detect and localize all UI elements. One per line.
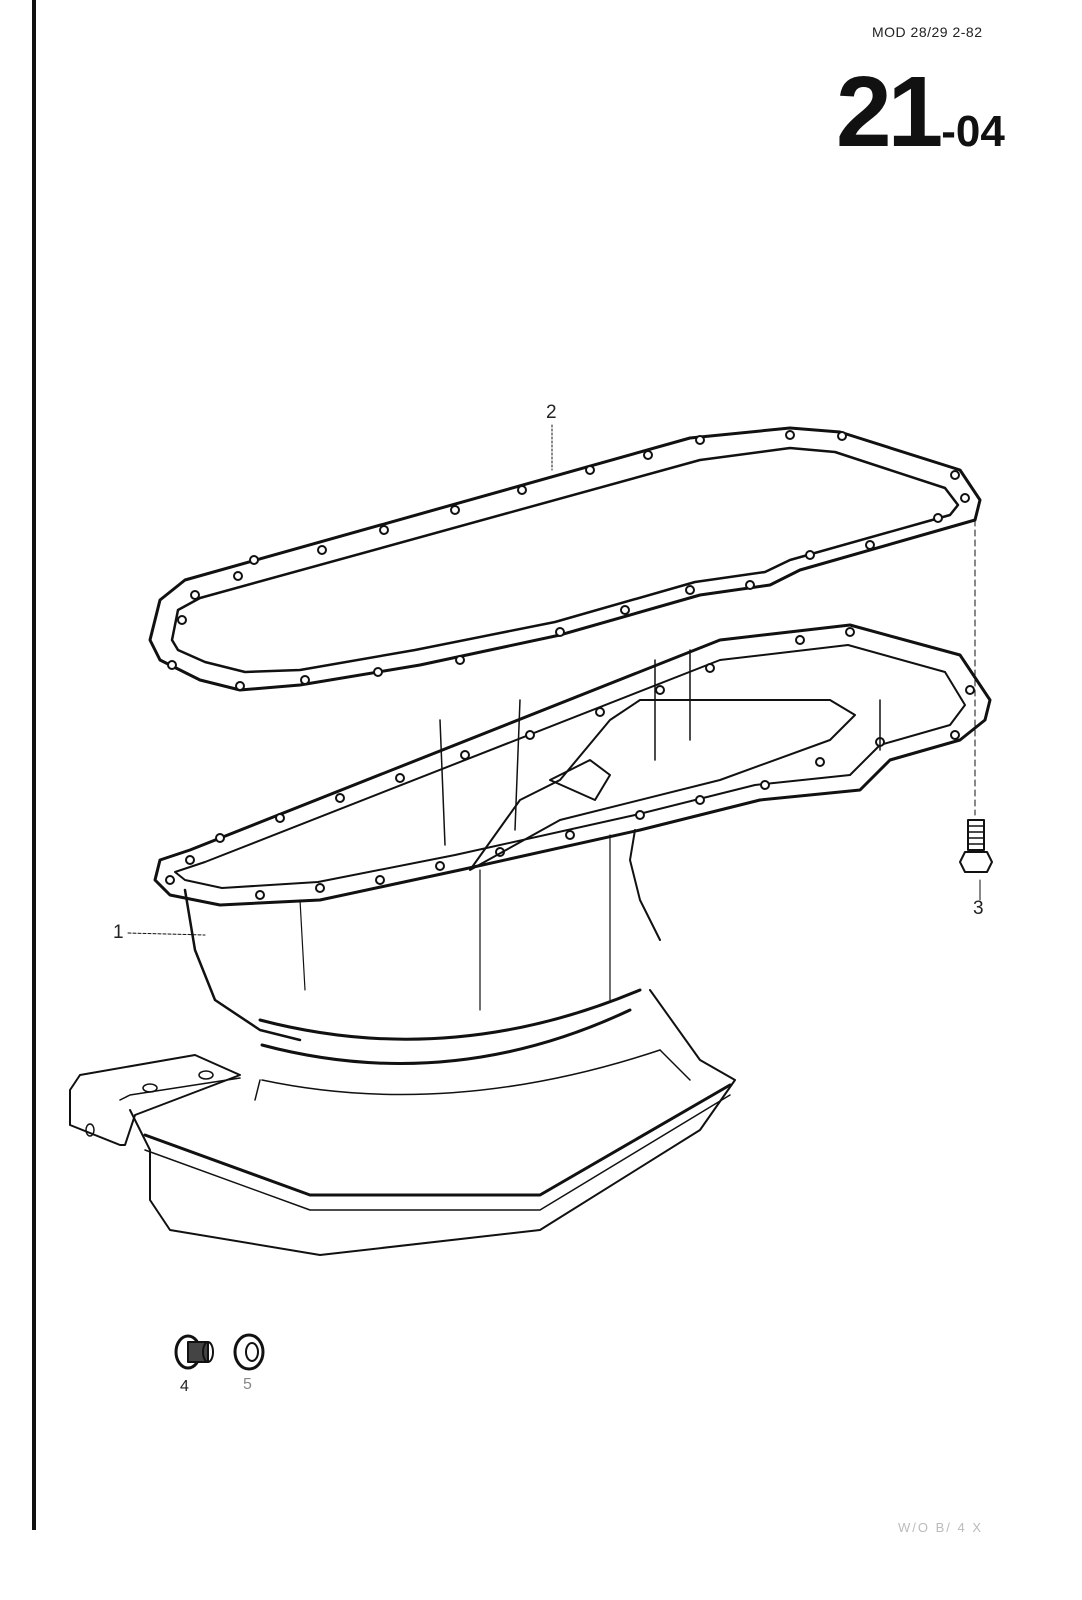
section-number: 21-04 bbox=[836, 62, 1005, 162]
callout-4: 4 bbox=[180, 1378, 189, 1395]
bolt-part-3 bbox=[959, 519, 993, 901]
callout-3: 3 bbox=[973, 898, 984, 919]
drain-plug-part-4 bbox=[174, 1334, 214, 1370]
model-date-line: MOD 28/29 2-82 bbox=[872, 24, 983, 40]
gasket-part-2 bbox=[148, 426, 982, 692]
washer-part-5 bbox=[233, 1333, 265, 1371]
section-sub-number: -04 bbox=[941, 107, 1005, 156]
page-border-rule bbox=[32, 0, 36, 1530]
callout-1: 1 bbox=[113, 922, 124, 943]
callout-2: 2 bbox=[546, 402, 557, 423]
callout-5: 5 bbox=[243, 1376, 252, 1393]
oil-pan-part-1 bbox=[69, 623, 992, 1256]
footer-mark: W/O B/ 4 X bbox=[898, 1520, 984, 1535]
leader-line-1 bbox=[127, 932, 206, 936]
section-main-number: 21 bbox=[836, 56, 943, 168]
